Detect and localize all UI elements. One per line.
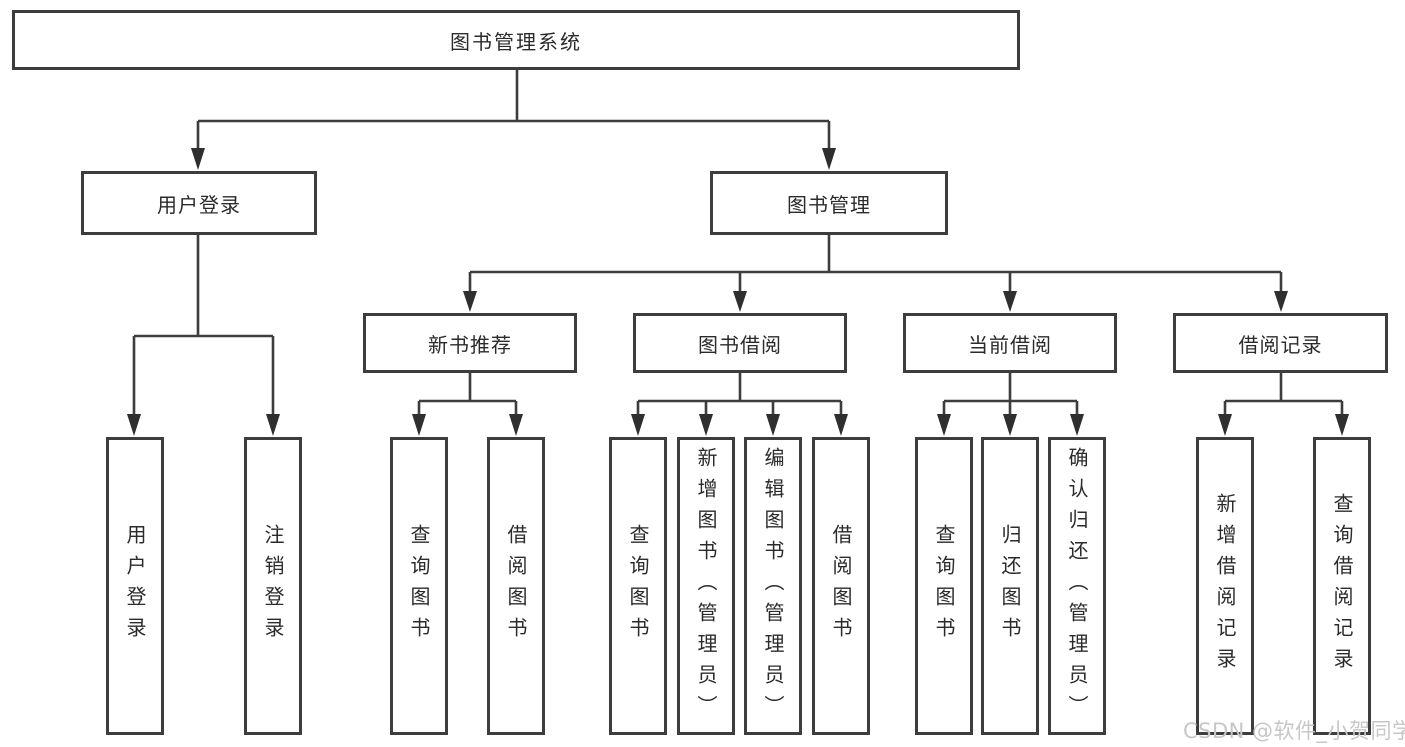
node-label: 图书管理系统	[450, 29, 582, 54]
leaf-add-borrow-record: 新增借阅记录	[1196, 437, 1254, 735]
leaf-query-books-recommend: 查询图书	[390, 437, 448, 735]
leaf-borrow-books: 借阅图书	[812, 437, 870, 735]
node-new-book-recommend: 新书推荐	[363, 313, 577, 373]
node-label: 当前借阅	[968, 332, 1052, 357]
leaf-confirm-return-admin: 确认归还（管理员）	[1048, 437, 1106, 735]
node-label: 图书管理	[787, 192, 871, 217]
node-book-management-branch: 图书管理	[710, 171, 948, 235]
node-label: 新增借阅记录	[1213, 493, 1237, 679]
node-label: 新增图书（管理员）	[694, 446, 718, 726]
connector-recommend-branch	[417, 373, 518, 415]
leaf-borrow-books-recommend: 借阅图书	[487, 437, 545, 735]
node-label: 图书借阅	[698, 332, 782, 357]
leaf-query-books-borrow: 查询图书	[609, 437, 667, 735]
leaf-add-books-admin: 新增图书（管理员）	[677, 437, 735, 735]
node-label: 借阅图书	[829, 524, 853, 648]
node-label: 确认归还（管理员）	[1065, 446, 1089, 726]
node-book-borrow: 图书借阅	[633, 313, 847, 373]
node-library-management-system: 图书管理系统	[12, 10, 1020, 70]
node-label: 用户登录	[123, 524, 147, 648]
arrowheads	[127, 148, 1349, 436]
leaf-user-login: 用户登录	[106, 437, 164, 735]
connector-records-branch	[1223, 373, 1344, 415]
node-label: 借阅记录	[1238, 332, 1323, 357]
node-label: 查询图书	[626, 524, 650, 648]
node-user-login-branch: 用户登录	[81, 171, 317, 235]
csdn-watermark: CSDN @软件_小贺同学	[1183, 719, 1405, 743]
connector-login-branch	[132, 235, 275, 415]
node-label: 查询图书	[932, 524, 956, 648]
node-current-borrow: 当前借阅	[903, 313, 1117, 373]
node-label: 查询图书	[407, 524, 431, 648]
connector-management-branch	[468, 235, 1283, 292]
node-label: 归还图书	[998, 524, 1022, 648]
node-borrow-records: 借阅记录	[1173, 313, 1388, 373]
node-label: 编辑图书（管理员）	[761, 446, 785, 726]
leaf-edit-books-admin: 编辑图书（管理员）	[744, 437, 802, 735]
connector-current-branch	[942, 373, 1079, 415]
connector-borrow-branch	[636, 373, 843, 415]
node-label: 用户登录	[157, 192, 241, 217]
leaf-query-books-current: 查询图书	[915, 437, 973, 735]
leaf-query-borrow-record: 查询借阅记录	[1313, 437, 1371, 735]
leaf-return-books: 归还图书	[981, 437, 1039, 735]
node-label: 新书推荐	[428, 332, 512, 357]
node-label: 注销登录	[261, 524, 285, 648]
node-label: 查询借阅记录	[1330, 493, 1354, 679]
node-label: 借阅图书	[504, 524, 528, 648]
connector-root-to-level2	[196, 70, 831, 149]
leaf-logout: 注销登录	[244, 437, 302, 735]
